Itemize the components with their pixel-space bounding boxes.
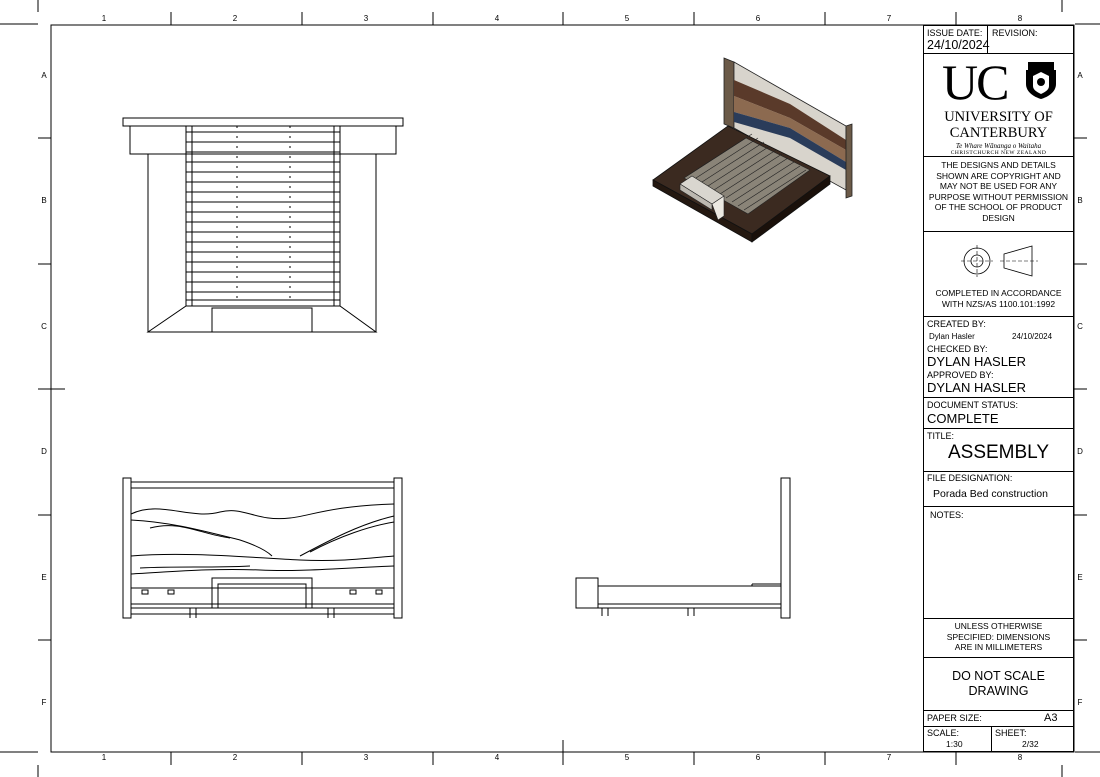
zone-col-1: 1: [101, 14, 107, 23]
isometric-view: [652, 57, 853, 243]
top-view-slats: [186, 126, 340, 306]
approved-by-label: APPROVED BY:: [927, 370, 994, 380]
zone-col-4: 4: [494, 14, 500, 23]
created-date: 24/10/2024: [1012, 332, 1053, 341]
top-view: [122, 117, 404, 333]
zone-row-B: B: [41, 196, 47, 205]
scale-label: SCALE:: [927, 728, 960, 738]
notes-label: NOTES:: [930, 510, 964, 520]
zone-col-2: 2: [232, 14, 238, 23]
third-angle-projection-icon: [961, 245, 1038, 277]
university-name-line1: UNIVERSITY OF: [944, 109, 1053, 125]
title-block: ISSUE DATE: 24/10/2024 REVISION: UC UNIV…: [923, 25, 1074, 752]
zone-col-6: 6: [755, 14, 761, 23]
sheet-label: SHEET:: [995, 728, 1027, 738]
university-maori-name: Te Whare Wānanga o Waitaha: [955, 142, 1042, 150]
revision-label: REVISION:: [992, 28, 1038, 38]
zone-row-F: F: [41, 698, 47, 707]
zone-col-3-bottom: 3: [363, 753, 369, 762]
zone-row-C-right: C: [1077, 322, 1083, 331]
checked-by-name: DYLAN HASLER: [927, 354, 1026, 369]
crest-icon: [1026, 62, 1056, 99]
zone-col-6-bottom: 6: [755, 753, 761, 762]
zone-col-3: 3: [363, 14, 369, 23]
units-notice: UNLESS OTHERWISE SPECIFIED: DIMENSIONS A…: [946, 621, 1051, 652]
file-designation-value: Porada Bed construction: [933, 488, 1048, 500]
drawing-frame: [50, 24, 1075, 753]
paper-size-value: A3: [1044, 712, 1058, 724]
university-logo: UC UNIVERSITY OF CANTERBURY Te Whare Wān…: [924, 54, 1073, 156]
zone-row-E-right: E: [1077, 573, 1083, 582]
zone-row-C: C: [41, 322, 47, 331]
zone-row-E: E: [41, 573, 47, 582]
zone-col-8: 8: [1017, 14, 1023, 23]
zone-col-8-bottom: 8: [1017, 753, 1023, 762]
paper-size-label: PAPER SIZE:: [927, 713, 982, 723]
checked-by-label: CHECKED BY:: [927, 344, 988, 354]
issue-date-label: ISSUE DATE:: [927, 28, 983, 38]
zone-row-A: A: [41, 71, 47, 80]
drawing-title: ASSEMBLY: [947, 442, 1050, 463]
document-status-label: DOCUMENT STATUS:: [927, 400, 1019, 410]
standard-notice: COMPLETED IN ACCORDANCE WITH NZS/AS 1100…: [935, 288, 1062, 309]
front-view: [122, 477, 403, 619]
title-label: TITLE:: [927, 431, 955, 441]
copyright-notice: THE DESIGNS AND DETAILS SHOWN ARE COPYRI…: [928, 160, 1069, 223]
zone-row-B-right: B: [1077, 196, 1083, 205]
zone-row-D-right: D: [1077, 447, 1083, 456]
university-name-line2: CANTERBURY: [949, 125, 1048, 141]
created-by-label: CREATED BY:: [927, 319, 986, 329]
zone-col-2-bottom: 2: [232, 753, 238, 762]
sheet-value: 2/32: [1022, 739, 1039, 749]
created-by-name: Dylan Hasler: [929, 332, 975, 341]
do-not-scale-warning: DO NOT SCALE DRAWING: [952, 669, 1045, 698]
scale-value: 1:30: [946, 739, 963, 749]
side-view: [575, 477, 791, 619]
zone-row-D: D: [41, 447, 47, 456]
issue-date-value: 24/10/2024: [927, 38, 990, 52]
zone-row-F-right: F: [1077, 698, 1083, 707]
uc-logo-letters: UC: [942, 54, 1009, 110]
university-city: CHRISTCHURCH NEW ZEALAND: [950, 150, 1047, 156]
zone-col-7: 7: [886, 14, 892, 23]
zone-col-5: 5: [624, 14, 630, 23]
approved-by-name: DYLAN HASLER: [927, 380, 1026, 395]
iso-slats: [689, 133, 807, 211]
zone-col-7-bottom: 7: [886, 753, 892, 762]
zone-col-1-bottom: 1: [101, 753, 107, 762]
zone-col-4-bottom: 4: [494, 753, 500, 762]
zone-row-A-right: A: [1077, 71, 1083, 80]
file-designation-label: FILE DESIGNATION:: [927, 473, 1013, 483]
document-status-value: COMPLETE: [927, 411, 999, 426]
zone-col-5-bottom: 5: [624, 753, 630, 762]
